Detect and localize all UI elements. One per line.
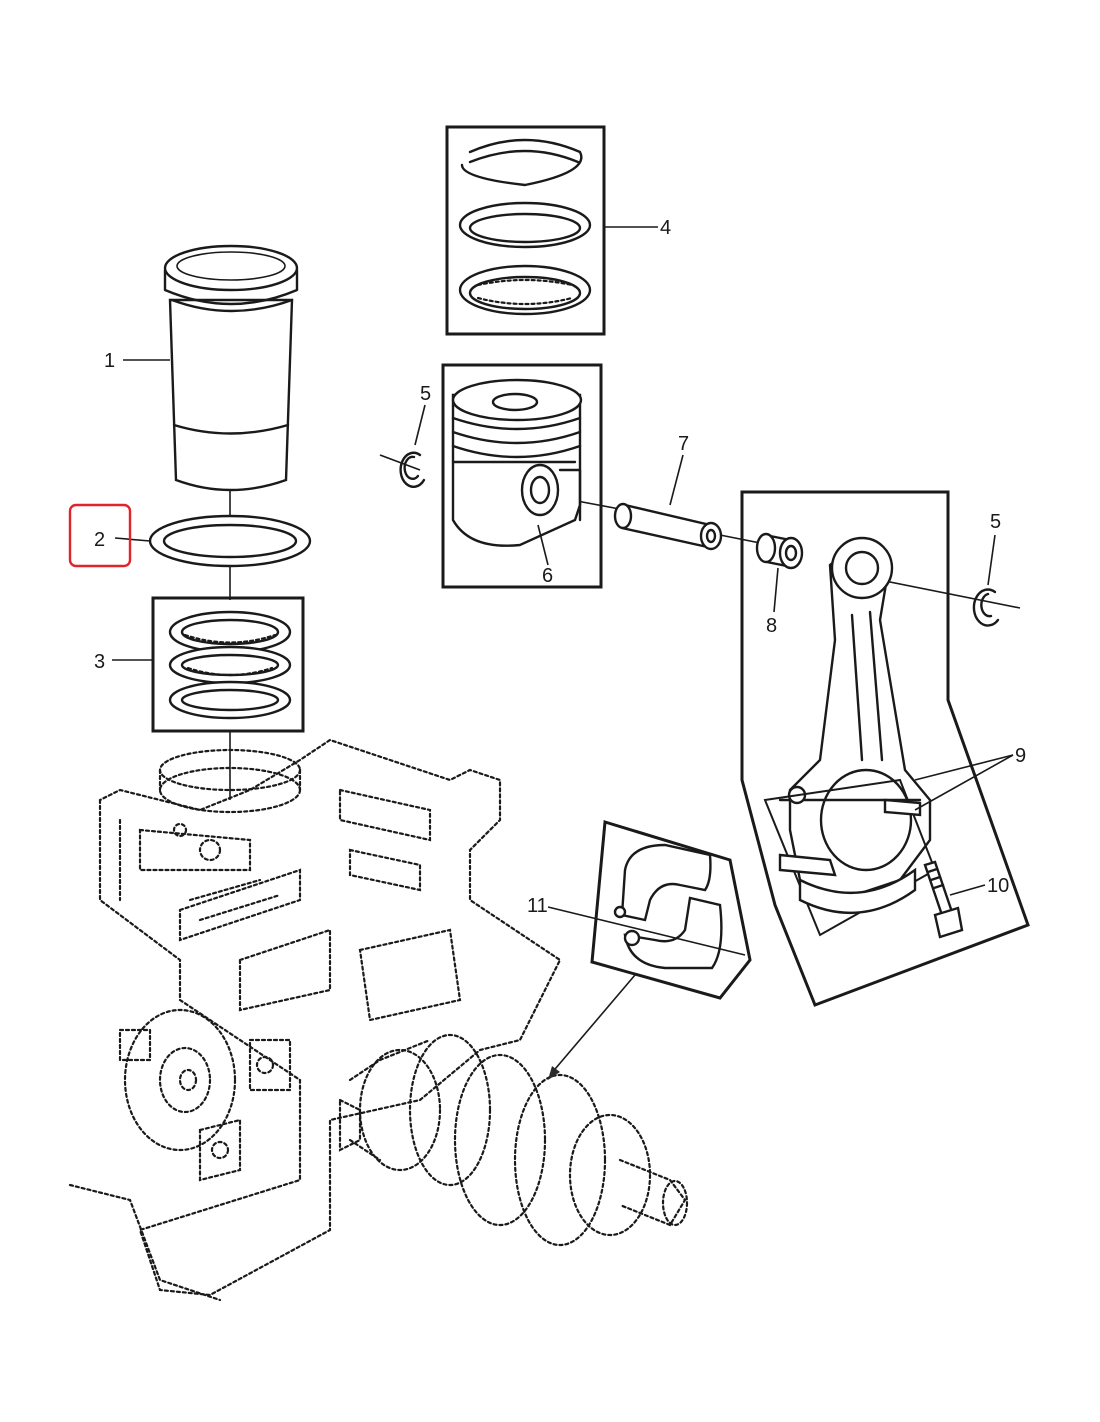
piston [441, 363, 603, 589]
connecting-rod [740, 490, 1030, 1007]
callout-labels: 1 2 3 4 5 5 6 7 8 9 10 11 [94, 217, 1026, 917]
main-bearing-shells [590, 820, 752, 1000]
callout-leaders [112, 226, 1014, 956]
callout-9[interactable]: 9 [1015, 745, 1026, 767]
callout-8[interactable]: 8 [766, 615, 777, 637]
small-end-bush [755, 532, 804, 570]
crankshaft [338, 1033, 689, 1247]
circlip-left [399, 451, 426, 488]
highlight-box [68, 503, 132, 568]
liner-seal-ring [148, 514, 312, 568]
callout-5-left[interactable]: 5 [420, 383, 431, 405]
rod-bolt [923, 860, 964, 939]
callout-1[interactable]: 1 [104, 350, 115, 372]
callout-7[interactable]: 7 [678, 433, 689, 455]
callout-2[interactable]: 2 [94, 529, 105, 551]
callout-4[interactable]: 4 [660, 217, 671, 239]
callout-3[interactable]: 3 [94, 651, 105, 673]
callout-11[interactable]: 11 [527, 895, 548, 917]
callout-5-right[interactable]: 5 [990, 511, 1001, 533]
cylinder-liner [163, 244, 299, 492]
callout-10[interactable]: 10 [987, 875, 1009, 897]
seal-ring-set [151, 596, 305, 733]
circlip-right [972, 588, 1000, 627]
piston-ring-set [445, 125, 606, 336]
engine-block-outline [68, 738, 562, 1302]
callout-6[interactable]: 6 [542, 565, 553, 587]
piston-pin [613, 502, 723, 551]
